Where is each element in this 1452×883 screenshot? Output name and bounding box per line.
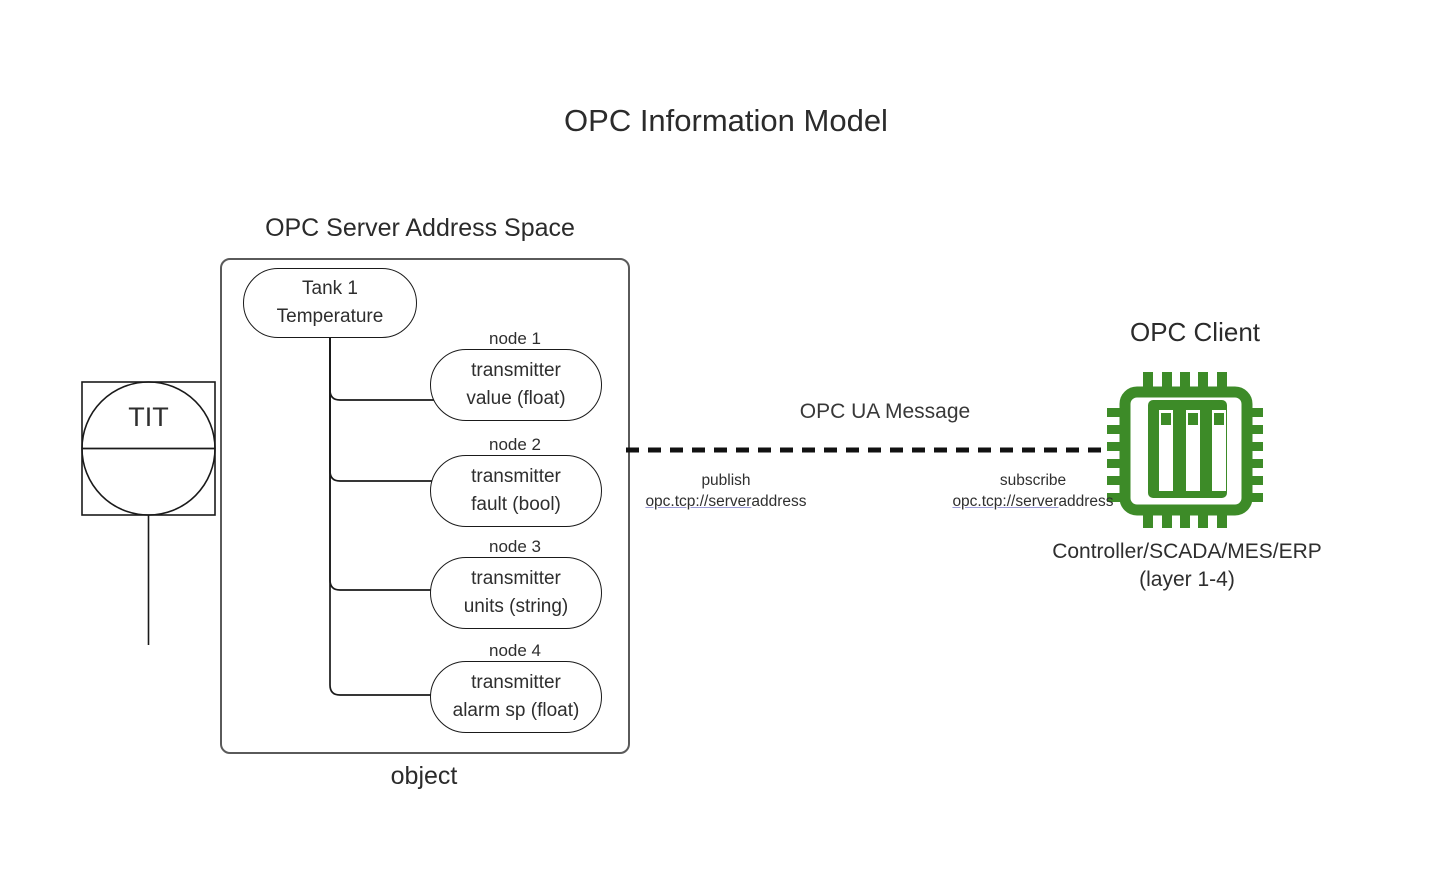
tank-node-line1: Tank 1 [302, 278, 358, 300]
node-2-label: node 2 [489, 435, 541, 454]
publish-url: opc.tcp://serveraddress [621, 492, 831, 513]
subscribe-url-rest: address [1058, 492, 1114, 510]
publish-action: publish [701, 472, 751, 489]
instrument-tag: TIT [128, 402, 169, 432]
subscribe-url: opc.tcp://serveraddress [928, 492, 1138, 513]
server-address-space-heading: OPC Server Address Space [265, 214, 575, 242]
node-4-label: node 4 [489, 641, 541, 660]
node-3-line1: transmitter [471, 568, 561, 590]
node-2-line2: fault (bool) [471, 494, 561, 515]
subscribe-action: subscribe [999, 472, 1067, 489]
node-3-oval: transmitter units (string) [430, 557, 602, 629]
publish-label: publish opc.tcp://serveraddress [621, 471, 831, 513]
node-1-oval: transmitter value (float) [430, 349, 602, 421]
opc-client-heading: OPC Client [1129, 317, 1261, 347]
tank-temperature-node: Tank 1 Temperature [243, 268, 417, 338]
tit-instrument-symbol: TIT [81, 381, 216, 645]
client-caption: Controller/SCADA/MES/ERP (layer 1-4) [1017, 538, 1357, 594]
tank-node-line2: Temperature [276, 306, 384, 327]
node-4-line2: alarm sp (float) [452, 700, 580, 721]
client-caption-line1: Controller/SCADA/MES/ERP [1052, 540, 1322, 563]
diagram-title: OPC Information Model [564, 103, 888, 138]
node-1-line1: transmitter [471, 360, 561, 382]
object-label: object [390, 762, 458, 790]
node-1-line2: value (float) [466, 388, 566, 409]
node-1-label: node 1 [489, 329, 541, 348]
node-4-line1: transmitter [471, 672, 561, 694]
client-caption-line2: (layer 1-4) [1139, 567, 1235, 591]
subscribe-url-link[interactable]: opc.tcp://server [952, 492, 1059, 510]
node-3-line2: units (string) [463, 596, 569, 617]
node-4-oval: transmitter alarm sp (float) [430, 661, 602, 733]
microchip-icon [1107, 372, 1263, 528]
subscribe-label: subscribe opc.tcp://serveraddress [928, 471, 1138, 513]
node-3-label: node 3 [489, 537, 541, 556]
opc-ua-dashed-line [626, 447, 1110, 453]
publish-url-link[interactable]: opc.tcp://server [645, 492, 752, 510]
publish-url-rest: address [751, 492, 807, 510]
opc-ua-message-label: OPC UA Message [799, 400, 971, 423]
node-2-oval: transmitter fault (bool) [430, 455, 602, 527]
node-2-line1: transmitter [471, 466, 561, 488]
